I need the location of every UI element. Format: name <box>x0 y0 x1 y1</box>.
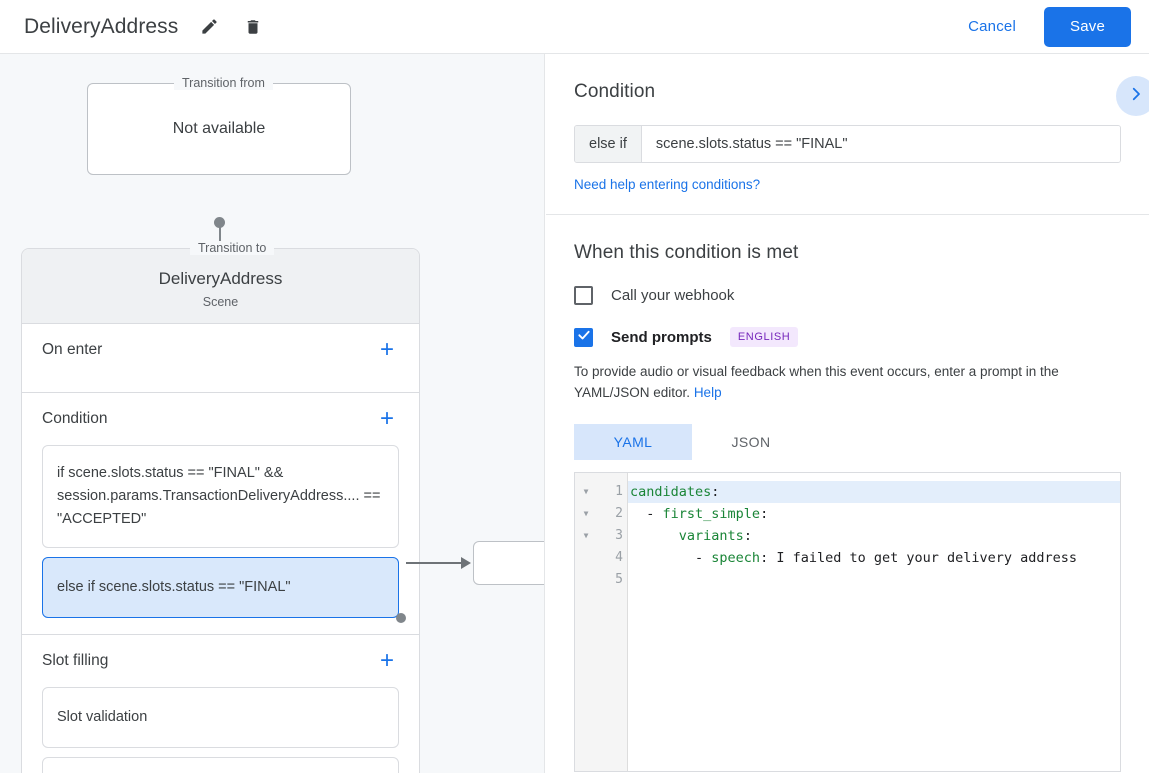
expand-panel-button[interactable] <box>1116 76 1149 116</box>
edit-name-button[interactable] <box>196 14 222 40</box>
panel-divider <box>546 214 1149 215</box>
add-condition-button[interactable]: + <box>379 405 394 432</box>
code-colon: : <box>760 549 769 566</box>
tab-yaml[interactable]: YAML <box>574 423 692 460</box>
fold-spacer-5 <box>575 569 597 591</box>
editor-format-tabs: YAML JSON <box>574 423 1121 460</box>
chevron-right-icon <box>1127 85 1145 108</box>
condition-input-row[interactable]: else if scene.slots.status == "FINAL" <box>574 125 1121 163</box>
condition-operator-label: else if <box>575 126 642 162</box>
flow-canvas[interactable]: Transition from Not available Transition… <box>0 54 545 773</box>
section-title-condition: Condition <box>42 410 108 427</box>
condition-met-block: When this condition is met Call your web… <box>546 215 1149 772</box>
fold-spacer-4 <box>575 547 597 569</box>
code-indent <box>630 528 679 544</box>
add-slot-button[interactable]: + <box>379 646 394 674</box>
condition-block: Condition else if scene.slots.status == … <box>546 54 1149 214</box>
next-node-truncated[interactable] <box>473 541 544 585</box>
prompt-code-editor[interactable]: ▼ ▼ ▼ 1 2 3 4 5 candidates: - first_simp… <box>574 471 1121 772</box>
line-number: 5 <box>615 571 623 587</box>
call-webhook-checkbox[interactable] <box>574 286 593 305</box>
condition-heading: Condition <box>574 81 656 102</box>
section-header-on-enter: On enter + <box>42 324 399 376</box>
page-title: DeliveryAddress <box>24 14 179 38</box>
slot-item-validation[interactable]: Slot validation <box>42 686 399 748</box>
line-number: 3 <box>615 527 623 543</box>
checkmark-icon <box>577 328 591 347</box>
condition-help-link[interactable]: Need help entering conditions? <box>574 177 761 192</box>
delete-button[interactable] <box>240 14 266 40</box>
condition-item[interactable]: if scene.slots.status == "FINAL" && sess… <box>42 445 399 548</box>
section-condition: Condition + if scene.slots.status == "FI… <box>22 393 419 635</box>
prompts-description: To provide audio or visual feedback when… <box>574 361 1121 404</box>
slot-item-transaction[interactable]: TransactionDeliveryAddress <box>42 756 399 773</box>
fold-toggle-1[interactable]: ▼ <box>583 487 589 497</box>
fold-toggle-2[interactable]: ▼ <box>583 509 589 519</box>
condition-item-selected[interactable]: else if scene.slots.status == "FINAL" <box>42 556 399 618</box>
code-key: candidates <box>630 483 712 500</box>
code-line[interactable] <box>628 569 1120 591</box>
transition-from-node[interactable]: Not available <box>87 83 351 175</box>
connector-arrow-right-icon <box>461 557 471 569</box>
code-line[interactable]: - first_simple: <box>628 503 1120 525</box>
cancel-button[interactable]: Cancel <box>954 10 1030 43</box>
condition-expression-input[interactable]: scene.slots.status == "FINAL" <box>641 126 1120 162</box>
code-line[interactable]: - speech: I failed to get your delivery … <box>628 547 1120 569</box>
code-colon: : <box>743 527 752 544</box>
webhook-row[interactable]: Call your webhook <box>574 286 1121 305</box>
code-key: variants <box>678 527 744 544</box>
scene-type: Scene <box>202 295 239 309</box>
code-line[interactable]: variants: <box>628 525 1120 547</box>
editor-fold-column: ▼ ▼ ▼ <box>575 472 597 771</box>
code-value: I failed to get your delivery address <box>768 549 1078 566</box>
transition-from-value: Not available <box>172 120 266 137</box>
code-line[interactable]: candidates: <box>628 480 1120 503</box>
code-colon: : <box>760 505 769 522</box>
connector-line-horizontal <box>406 562 464 564</box>
editor-code-area[interactable]: candidates: - first_simple: variants: - … <box>628 473 1120 771</box>
add-on-enter-button[interactable]: + <box>379 336 394 363</box>
code-key: speech <box>711 549 761 566</box>
code-indent: - <box>630 505 663 522</box>
top-app-bar: DeliveryAddress Cancel Save <box>0 0 1149 54</box>
prompts-description-text: To provide audio or visual feedback when… <box>574 364 1059 401</box>
call-webhook-label: Call your webhook <box>611 287 735 304</box>
section-on-enter: On enter + <box>22 324 419 393</box>
code-colon: : <box>711 483 720 500</box>
fold-toggle-3[interactable]: ▼ <box>583 531 589 541</box>
send-prompts-label: Send prompts <box>611 328 712 346</box>
line-number: 1 <box>615 483 623 499</box>
editor-line-numbers: 1 2 3 4 5 <box>597 472 628 771</box>
section-title-slot-filling: Slot filling <box>42 651 109 669</box>
section-title-on-enter: On enter <box>42 341 103 358</box>
transition-from-label: Transition from <box>174 76 273 90</box>
line-number: 4 <box>615 549 623 565</box>
connector-dot-top <box>214 217 225 228</box>
tab-json[interactable]: JSON <box>731 433 771 450</box>
section-header-condition: Condition + <box>42 393 399 445</box>
section-header-slot-filling: Slot filling + <box>42 635 399 687</box>
code-indent: - <box>630 549 712 566</box>
details-panel: Condition else if scene.slots.status == … <box>546 54 1149 773</box>
transition-to-label: Transition to <box>190 241 275 255</box>
scene-card: DeliveryAddress Scene On enter + Conditi… <box>21 248 420 773</box>
condition-met-heading: When this condition is met <box>574 242 799 263</box>
line-number: 2 <box>615 505 623 521</box>
prompts-help-link[interactable]: Help <box>693 385 722 401</box>
section-slot-filling: Slot filling + Slot validation Transacti… <box>22 635 419 773</box>
save-button[interactable]: Save <box>1044 6 1131 47</box>
scene-name: DeliveryAddress <box>158 269 283 288</box>
pencil-icon <box>200 17 219 36</box>
connector-dot-output <box>396 613 406 623</box>
send-prompts-checkbox[interactable] <box>574 327 593 347</box>
send-prompts-row[interactable]: Send prompts ENGLISH <box>574 327 1121 347</box>
trash-icon <box>244 18 262 36</box>
scene-card-header[interactable]: DeliveryAddress Scene <box>22 249 419 324</box>
code-key: first_simple <box>662 505 761 522</box>
language-badge: ENGLISH <box>729 327 799 347</box>
